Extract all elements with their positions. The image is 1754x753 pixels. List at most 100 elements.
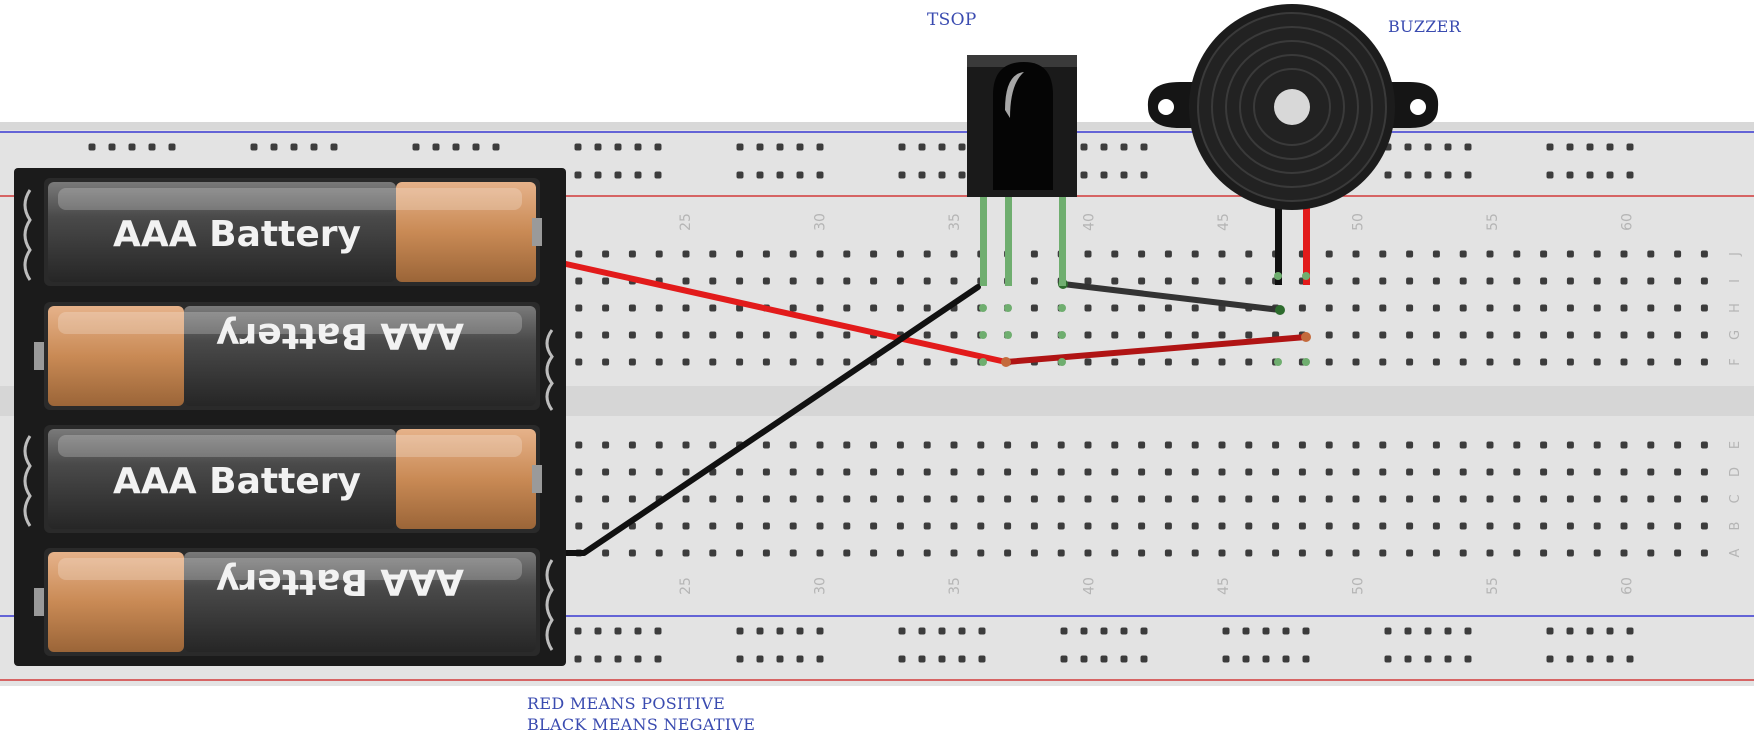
rail-hole <box>1100 143 1108 151</box>
tsop-dome <box>993 62 1053 190</box>
breadboard-hole <box>1513 304 1521 312</box>
breadboard-hole <box>1540 522 1548 530</box>
buzzer-label: BUZZER <box>1388 17 1462 36</box>
rail-hole <box>452 143 460 151</box>
breadboard-hole <box>870 250 878 258</box>
breadboard-hole <box>1486 468 1494 476</box>
breadboard-hole <box>870 549 878 557</box>
breadboard-hole <box>1379 250 1387 258</box>
rail-hole <box>1302 655 1310 663</box>
breadboard-hole <box>1540 495 1548 503</box>
rail-hole <box>1262 627 1270 635</box>
breadboard-hole <box>1111 522 1119 530</box>
breadboard-hole <box>1138 468 1146 476</box>
rail-hole <box>1060 627 1068 635</box>
rail-hole <box>1302 627 1310 635</box>
rail-hole <box>1424 627 1432 635</box>
breadboard-hole <box>1432 250 1440 258</box>
breadboard-hole <box>655 250 663 258</box>
breadboard-hole <box>896 441 904 449</box>
rail-hole <box>816 171 824 179</box>
rail-hole <box>614 627 622 635</box>
breadboard-hole <box>1191 441 1199 449</box>
breadboard-hole <box>1218 522 1226 530</box>
breadboard-hole <box>1432 277 1440 285</box>
breadboard-hole <box>1620 549 1628 557</box>
breadboard-hole <box>1138 358 1146 366</box>
breadboard-hole <box>1486 549 1494 557</box>
breadboard-hole <box>1272 522 1280 530</box>
breadboard-hole <box>1406 549 1414 557</box>
rail-hole <box>1120 627 1128 635</box>
breadboard-hole <box>762 468 770 476</box>
breadboard-hole <box>923 522 931 530</box>
breadboard-hole <box>1218 549 1226 557</box>
breadboard-hole <box>1325 522 1333 530</box>
breadboard-hole <box>1647 522 1655 530</box>
breadboard-hole <box>1004 522 1012 530</box>
breadboard-hole <box>789 358 797 366</box>
rail-hole <box>1100 627 1108 635</box>
breadboard-hole <box>1138 331 1146 339</box>
breadboard-hole <box>1245 522 1253 530</box>
breadboard-hole <box>1245 277 1253 285</box>
rail-hole <box>654 171 662 179</box>
breadboard-hole <box>762 549 770 557</box>
breadboard-hole <box>1352 495 1360 503</box>
rail-hole <box>816 655 824 663</box>
breadboard-hole <box>1513 358 1521 366</box>
breadboard-hole <box>816 358 824 366</box>
breadboard-hole <box>736 277 744 285</box>
tsop-column-dot <box>979 358 987 366</box>
breadboard-hole <box>1486 250 1494 258</box>
rail-hole <box>250 143 258 151</box>
breadboard-hole <box>1191 549 1199 557</box>
row-letter: F <box>1728 358 1743 365</box>
breadboard-hole <box>789 468 797 476</box>
breadboard-hole <box>1700 522 1708 530</box>
breadboard-hole <box>1566 468 1574 476</box>
breadboard-hole <box>1057 549 1065 557</box>
rail-hole <box>1546 143 1554 151</box>
breadboard-hole <box>1218 331 1226 339</box>
breadboard-hole <box>1191 522 1199 530</box>
breadboard-hole <box>870 522 878 530</box>
breadboard-hole <box>1700 331 1708 339</box>
rail-hole <box>634 627 642 635</box>
breadboard-hole <box>816 304 824 312</box>
tsop-pin-1 <box>980 196 987 286</box>
breadboard-hole <box>789 331 797 339</box>
breadboard-hole <box>896 277 904 285</box>
battery-cell-label: AAA Battery <box>113 461 361 502</box>
breadboard-hole <box>1700 468 1708 476</box>
rail-hole <box>1444 171 1452 179</box>
rail-hole <box>1464 627 1472 635</box>
rail-hole <box>1546 627 1554 635</box>
breadboard-hole <box>1164 549 1172 557</box>
rail-hole <box>1100 171 1108 179</box>
battery-cell-label: AAA Battery <box>216 561 464 602</box>
breadboard-hole <box>655 468 663 476</box>
breadboard-hole <box>1674 358 1682 366</box>
breadboard-hole <box>1432 358 1440 366</box>
rail-hole <box>594 143 602 151</box>
breadboard-hole <box>602 358 610 366</box>
battery-cell-cap <box>396 429 536 529</box>
buzzer-mount-hole-left <box>1158 99 1174 115</box>
breadboard-hole <box>1566 304 1574 312</box>
breadboard-hole <box>1620 441 1628 449</box>
breadboard-hole <box>1004 549 1012 557</box>
breadboard-hole <box>1459 522 1467 530</box>
rail-hole <box>1464 143 1472 151</box>
rail-hole <box>938 143 946 151</box>
breadboard-hole <box>1030 331 1038 339</box>
breadboard-hole <box>1298 549 1306 557</box>
breadboard-hole <box>1111 277 1119 285</box>
rail-hole <box>776 655 784 663</box>
breadboard-hole <box>1379 441 1387 449</box>
breadboard-hole <box>1620 304 1628 312</box>
breadboard-hole <box>789 495 797 503</box>
buzzer-center <box>1274 89 1310 125</box>
battery-spring <box>23 189 32 281</box>
